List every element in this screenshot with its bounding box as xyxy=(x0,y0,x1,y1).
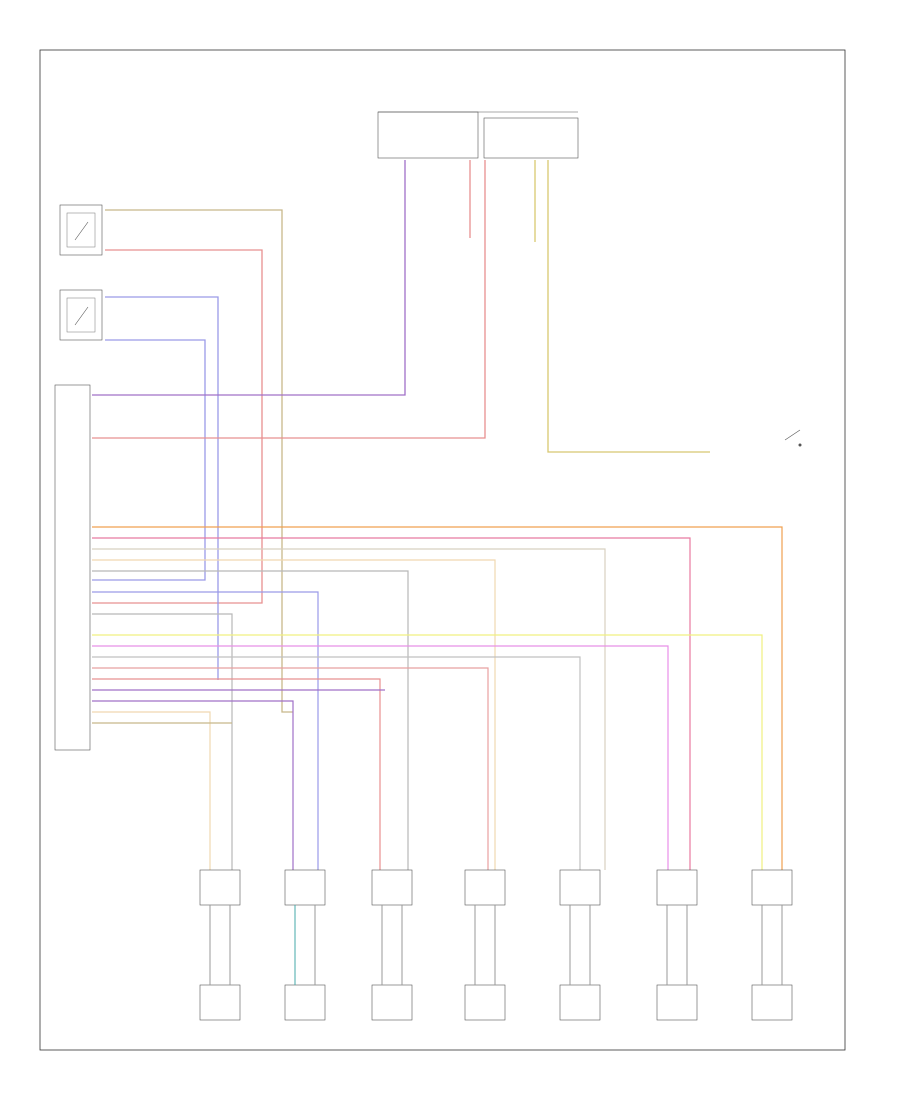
diagram-border xyxy=(39,49,846,1051)
sensor-5 xyxy=(559,869,601,1021)
sensor-2 xyxy=(284,869,326,1021)
ground-switch xyxy=(784,429,802,447)
bus-lines xyxy=(92,526,783,870)
sensor-7 xyxy=(751,869,793,1021)
sensor-3 xyxy=(371,869,413,1021)
sensor-4 xyxy=(464,869,506,1021)
sensor-6 xyxy=(656,869,698,1021)
fuse-wires xyxy=(92,160,710,453)
switch-wires xyxy=(92,209,293,713)
left-switch-upper xyxy=(59,204,103,256)
fuse-box xyxy=(377,111,579,159)
left-switch-lower xyxy=(59,289,103,341)
sensor-1 xyxy=(199,869,241,1021)
sensor-row xyxy=(199,869,793,1021)
control-module xyxy=(54,384,91,751)
